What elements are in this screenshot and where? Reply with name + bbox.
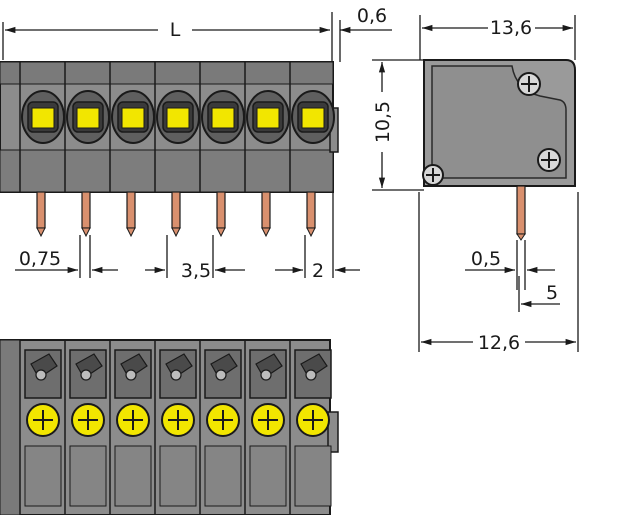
- dim-pitch-label: 3,5: [181, 260, 211, 282]
- dim-pin-length-label: 5: [546, 282, 558, 304]
- wire-entry-cross: [78, 410, 98, 430]
- wire-entry-cross: [258, 410, 278, 430]
- wire-entry-cross: [168, 410, 188, 430]
- lever-pivot: [260, 369, 272, 381]
- lever-pivot: [170, 369, 182, 381]
- pin-tip: [81, 227, 91, 238]
- wire-entry-cross: [213, 410, 233, 430]
- wire-entry-cross: [123, 410, 143, 430]
- top-side-tab: [327, 411, 339, 453]
- solder-pin: [126, 191, 136, 229]
- front-pins: [36, 191, 316, 238]
- actuator-icon: [121, 107, 145, 129]
- top-view: [0, 339, 339, 515]
- lever-pivot: [35, 369, 47, 381]
- actuator-icon: [76, 107, 100, 129]
- pole-body: [114, 445, 152, 507]
- actuator-icon: [166, 107, 190, 129]
- top-left-strip: [0, 339, 21, 515]
- pin-tip: [36, 227, 46, 238]
- pole-body: [249, 445, 287, 507]
- pin-tip: [261, 227, 271, 238]
- pin-tip: [216, 227, 226, 238]
- pole-body: [69, 445, 107, 507]
- pole-body: [24, 445, 62, 507]
- dim-pin-width-label: 0,5: [471, 248, 501, 270]
- solder-pin: [216, 191, 226, 229]
- top-poles: [19, 340, 332, 515]
- dim-width-label: 13,6: [490, 17, 532, 39]
- pin-tip: [126, 227, 136, 238]
- pin-tip: [306, 227, 316, 238]
- dim-length-label: L: [170, 19, 181, 41]
- lever-pivot: [125, 369, 137, 381]
- actuator-icon: [211, 107, 235, 129]
- pin-tip: [171, 227, 181, 238]
- dim-base-width-label: 12,6: [478, 332, 520, 354]
- actuator-icon: [31, 107, 55, 129]
- lever-pivot: [215, 369, 227, 381]
- lever-pivot: [80, 369, 92, 381]
- front-view: [0, 61, 339, 238]
- screw-hole-icon: [537, 148, 561, 172]
- pole-body: [204, 445, 242, 507]
- front-poles: [19, 62, 335, 192]
- dim-tab-label: 0,6: [357, 5, 387, 27]
- screw-hole-icon: [517, 72, 541, 96]
- pole-body: [294, 445, 332, 507]
- solder-pin: [36, 191, 46, 229]
- solder-pin: [81, 191, 91, 229]
- lever-pivot: [305, 369, 317, 381]
- solder-pin: [261, 191, 271, 229]
- screw-hole-icon: [422, 164, 444, 186]
- actuator-icon: [256, 107, 280, 129]
- front-housing-bottom: [0, 149, 334, 193]
- wire-entry-cross: [303, 410, 323, 430]
- solder-pin: [306, 191, 316, 229]
- pole-body: [159, 445, 197, 507]
- dimension-labels: L 0,6 13,6 10,5 0,75 3,5 2 0,5 5 12,6: [19, 5, 558, 354]
- wire-entry-cross: [33, 410, 53, 430]
- dim-height-label: 10,5: [372, 101, 394, 143]
- dim-pin-offset-label: 0,75: [19, 248, 61, 270]
- actuator-icon: [301, 107, 325, 129]
- dim-pin-spacing-label: 2: [312, 260, 324, 282]
- dimension-lines: [2, 12, 579, 352]
- solder-pin: [171, 191, 181, 229]
- front-housing-band: [0, 61, 334, 85]
- side-pin: [516, 185, 526, 241]
- side-view: [422, 59, 576, 241]
